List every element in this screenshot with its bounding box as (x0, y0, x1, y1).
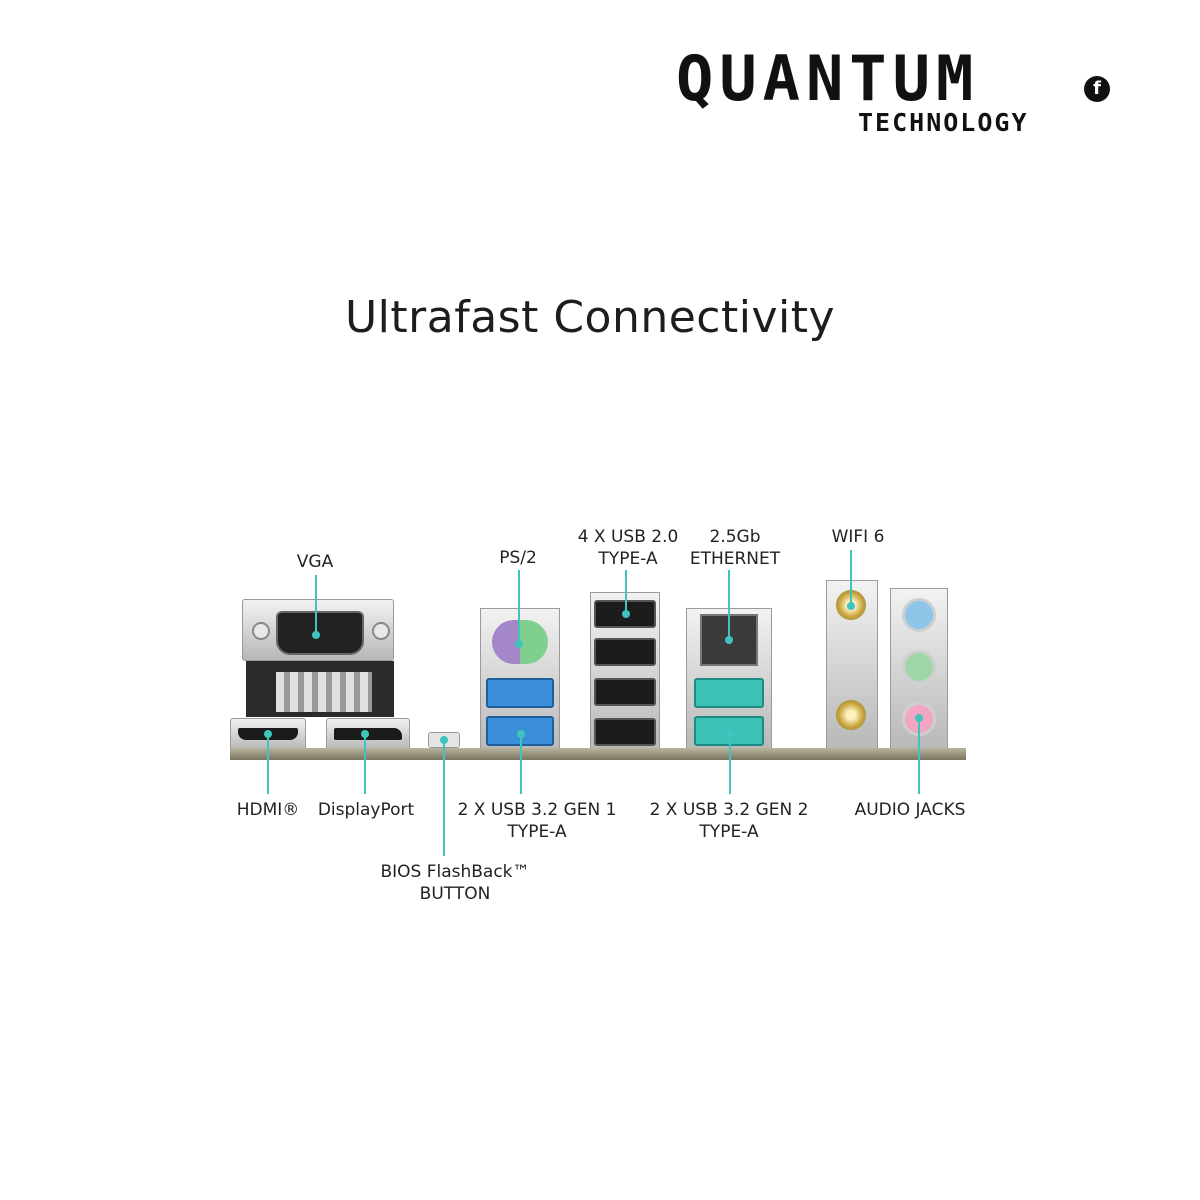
usb32g1-port-1 (486, 678, 554, 708)
label-usb32g2-line2: TYPE-A (699, 822, 759, 842)
brand-logo-main: QUANTUM (676, 42, 980, 115)
leader-dot-usb32g1 (517, 730, 525, 738)
label-usb32g1-line1: 2 X USB 3.2 GEN 1 (457, 800, 617, 820)
audio-jack-line-in (902, 598, 936, 632)
label-audio: AUDIO JACKS (854, 800, 966, 820)
leader-dot-vga (312, 631, 320, 639)
wifi-antenna-connector-2 (836, 700, 866, 730)
vga-pins (276, 672, 372, 712)
leader-displayport (364, 734, 366, 794)
page-title: Ultrafast Connectivity (344, 292, 836, 343)
leader-dot-displayport (361, 730, 369, 738)
leader-vga (315, 575, 317, 635)
label-vga: VGA (296, 552, 334, 572)
leader-dot-ps2 (515, 640, 523, 648)
label-hdmi: HDMI® (236, 800, 300, 820)
leader-dot-wifi (847, 602, 855, 610)
audio-jack-line-out (902, 650, 936, 684)
label-usb32g1-line2: TYPE-A (507, 822, 567, 842)
label-wifi: WIFI 6 (831, 527, 885, 547)
label-usb32g2-line1: 2 X USB 3.2 GEN 2 (649, 800, 809, 820)
label-ethernet: 2.5Gb ETHERNET (675, 526, 795, 570)
leader-dot-usb32g2 (726, 730, 734, 738)
leader-dot-ethernet (725, 636, 733, 644)
label-usb32g1: 2 X USB 3.2 GEN 1 TYPE-A (444, 799, 630, 843)
label-usb20-line1: 4 X USB 2.0 (577, 527, 679, 547)
label-ethernet-line1: 2.5Gb (709, 527, 761, 547)
label-usb20-line2: TYPE-A (598, 549, 658, 569)
leader-ethernet (728, 570, 730, 640)
usb20-port-2 (594, 638, 656, 666)
leader-usb32g1 (520, 734, 522, 794)
vga-screw-right (372, 622, 390, 640)
label-bios-line1: BIOS FlashBack™ (380, 862, 530, 882)
vga-screw-left (252, 622, 270, 640)
label-bios: BIOS FlashBack™ BUTTON (370, 861, 540, 905)
brand-logo-sub: TECHNOLOGY (858, 108, 1029, 137)
label-usb20: 4 X USB 2.0 TYPE-A (563, 526, 693, 570)
leader-usb32g2 (729, 734, 731, 794)
label-usb32g2: 2 X USB 3.2 GEN 2 TYPE-A (636, 799, 822, 843)
vga-port (276, 611, 364, 655)
leader-ps2 (518, 570, 520, 644)
leader-dot-hdmi (264, 730, 272, 738)
leader-usb20 (625, 570, 627, 614)
leader-dot-usb20 (622, 610, 630, 618)
usb32g2-port-1 (694, 678, 764, 708)
usb20-port-4 (594, 718, 656, 746)
leader-bios (443, 740, 445, 856)
facebook-icon: f (1084, 76, 1110, 102)
label-ps2: PS/2 (499, 548, 537, 568)
label-displayport: DisplayPort (317, 800, 415, 820)
pcb-edge (230, 748, 966, 760)
leader-wifi (850, 550, 852, 606)
label-bios-line2: BUTTON (419, 884, 491, 904)
label-ethernet-line2: ETHERNET (689, 549, 781, 569)
leader-audio (918, 718, 920, 794)
leader-dot-audio (915, 714, 923, 722)
leader-hdmi (267, 734, 269, 794)
usb20-port-3 (594, 678, 656, 706)
leader-dot-bios (440, 736, 448, 744)
